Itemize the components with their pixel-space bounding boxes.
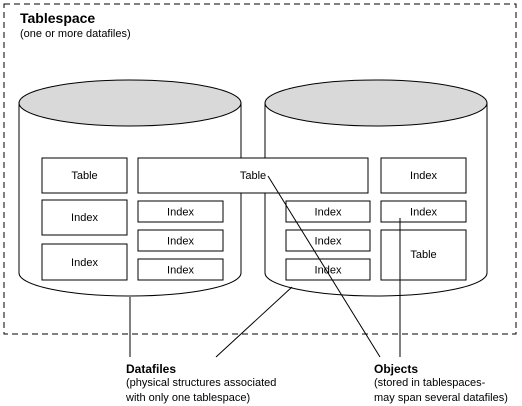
- datafiles-caption-line1: (physical structures associated: [126, 377, 277, 389]
- object-box-right-mid-index-2-label: Index: [315, 236, 342, 248]
- object-box-left-table-label: Table: [71, 170, 97, 182]
- object-box-left-index-1: Index: [41, 199, 128, 236]
- tablespace-boundary: [3, 3, 517, 335]
- object-box-mid-index-1-label: Index: [167, 207, 194, 219]
- object-box-mid-index-2-label: Index: [167, 236, 194, 248]
- object-box-mid-index-2: Index: [137, 229, 224, 252]
- object-box-spanning-table: Table: [137, 157, 369, 194]
- object-box-right-table: Table: [380, 229, 467, 281]
- object-box-right-index-2-label: Index: [410, 207, 437, 219]
- objects-caption: Objects (stored in tablespaces- may span…: [374, 362, 508, 406]
- object-box-right-mid-index-1: Index: [285, 200, 371, 223]
- objects-caption-title: Objects: [374, 362, 419, 376]
- object-box-left-table: Table: [41, 157, 128, 194]
- object-box-left-index-2: Index: [41, 243, 128, 281]
- object-box-right-mid-index-3-label: Index: [315, 265, 342, 277]
- object-box-spanning-table-label: Table: [240, 170, 266, 182]
- object-box-left-index-1-label: Index: [71, 212, 98, 224]
- leader-objects-table: [267, 175, 381, 358]
- object-box-right-index-2: Index: [380, 200, 467, 223]
- datafiles-caption-title: Datafiles: [126, 362, 177, 376]
- object-box-right-index-1-label: Index: [410, 170, 437, 182]
- object-box-right-mid-index-1-label: Index: [315, 207, 342, 219]
- object-box-left-index-2-label: Index: [71, 257, 98, 269]
- datafiles-caption-line2: with only one tablespace): [126, 392, 251, 404]
- object-box-right-table-label: Table: [410, 249, 436, 261]
- objects-caption-line1: (stored in tablespaces-: [374, 377, 486, 389]
- tablespace-title: Tablespace: [20, 10, 96, 26]
- objects-caption-line2: may span several datafiles): [374, 392, 508, 404]
- datafiles-caption: Datafiles (physical structures associate…: [126, 362, 276, 406]
- cylinder-left-top: [18, 79, 242, 127]
- object-box-mid-index-1: Index: [137, 200, 224, 223]
- leader-datafiles-right: [215, 286, 293, 358]
- cylinder-right-top: [264, 79, 488, 127]
- object-box-right-index-1: Index: [380, 157, 467, 194]
- object-box-mid-index-3: Index: [137, 258, 224, 281]
- object-box-mid-index-3-label: Index: [167, 265, 194, 277]
- tablespace-subtitle: (one or more datafiles): [20, 28, 131, 40]
- object-box-right-mid-index-3: Index: [285, 258, 371, 281]
- object-box-right-mid-index-2: Index: [285, 229, 371, 252]
